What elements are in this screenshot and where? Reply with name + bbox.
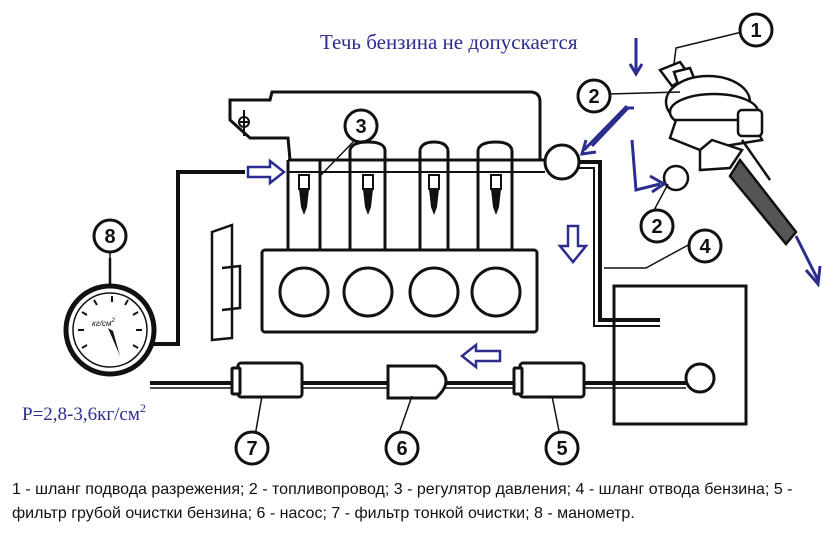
- svg-text:4: 4: [699, 236, 711, 258]
- warning-title: Течь бензина не допускается: [320, 30, 578, 54]
- svg-text:2: 2: [651, 216, 662, 238]
- fuel-system-diagram: Течь бензина не допускается: [22, 12, 822, 466]
- svg-text:2: 2: [588, 86, 599, 108]
- fuel-return-line: [579, 160, 660, 322]
- hollow-arrows: [246, 158, 589, 370]
- regulator-assembly: [658, 60, 772, 192]
- callout-1: 1: [738, 12, 774, 48]
- gauge-unit: кг/см2: [92, 318, 115, 328]
- callout-2-regulator: 2: [639, 208, 675, 244]
- leader-lines: [109, 31, 743, 437]
- fine-filter: [230, 361, 304, 399]
- svg-text:8: 8: [104, 226, 115, 248]
- throttle-body: [210, 223, 242, 342]
- callout-8: 8: [92, 218, 128, 254]
- callout-6: 6: [384, 430, 420, 466]
- gauge-needle: [108, 328, 120, 356]
- diagram-caption: 1 - шланг подвода разрежения; 2 - топлив…: [12, 481, 793, 522]
- svg-text:1: 1: [750, 20, 761, 42]
- svg-text:7: 7: [246, 438, 257, 460]
- callout-3: 2: [576, 78, 612, 114]
- svg-text:3: 3: [355, 116, 366, 138]
- svg-text:5: 5: [556, 438, 567, 460]
- coarse-filter: [512, 361, 586, 399]
- fuel-tank: [612, 284, 748, 426]
- return-hose: [728, 157, 798, 246]
- injectors: [298, 174, 502, 215]
- flow-arrows: [579, 38, 822, 288]
- callout-4: 4: [687, 228, 723, 264]
- pressure-gauge: кг/см2: [63, 283, 157, 377]
- callout-5: 5: [544, 430, 580, 466]
- fuel-pump: [386, 364, 448, 400]
- callout-7: 7: [234, 430, 270, 466]
- fuel-supply-line: [150, 170, 245, 346]
- pressure-label: P=2,8-3,6кг/см2: [22, 401, 146, 425]
- pressure-regulator: [543, 143, 581, 181]
- intake-manifold: [228, 90, 542, 250]
- svg-text:6: 6: [396, 438, 407, 460]
- engine-block: [260, 248, 539, 334]
- callout-2-rail: 3: [343, 108, 379, 144]
- fuel-pickup: [684, 362, 716, 394]
